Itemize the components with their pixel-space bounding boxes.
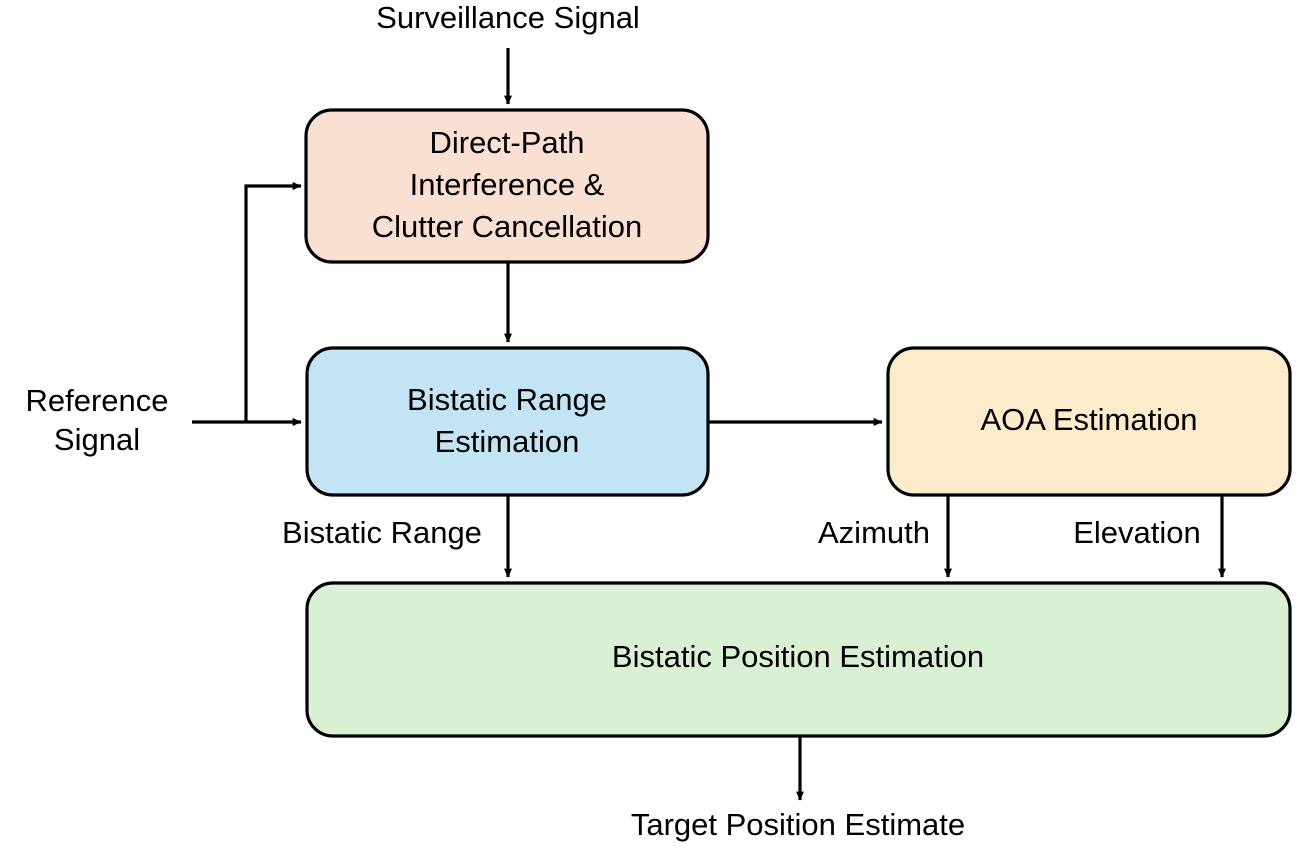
node-dpi-label-line2: Interference & bbox=[410, 167, 605, 202]
label-target-position-estimate: Target Position Estimate bbox=[631, 807, 965, 842]
node-aoa-estimation[interactable]: AOA Estimation bbox=[886, 346, 1292, 497]
node-dpi-label-line1: Direct-Path bbox=[429, 125, 584, 160]
node-bistatic-range-estimation[interactable]: Bistatic Range Estimation bbox=[305, 346, 710, 497]
node-range-shape[interactable] bbox=[305, 346, 710, 497]
node-dpi[interactable]: Direct-Path Interference & Clutter Cance… bbox=[304, 108, 710, 264]
node-dpi-label-line3: Clutter Cancellation bbox=[372, 209, 643, 244]
node-position-shape[interactable] bbox=[305, 581, 1292, 738]
node-range-label-line2: Estimation bbox=[435, 424, 580, 459]
node-range-label-line1: Bistatic Range bbox=[407, 382, 607, 417]
connectors bbox=[192, 48, 1226, 801]
label-surveillance-signal: Surveillance Signal bbox=[376, 0, 640, 35]
node-position-label: Bistatic Position Estimation bbox=[612, 639, 984, 674]
label-bistatic-range: Bistatic Range bbox=[282, 515, 482, 550]
label-reference-signal-line2: Signal bbox=[54, 422, 140, 457]
label-reference-signal-line1: Reference bbox=[25, 383, 168, 418]
node-bistatic-position-estimation[interactable]: Bistatic Position Estimation bbox=[305, 581, 1292, 738]
node-aoa-label: AOA Estimation bbox=[980, 402, 1197, 437]
label-azimuth: Azimuth bbox=[818, 515, 930, 550]
node-dpi-shape[interactable] bbox=[304, 108, 710, 264]
node-aoa-shape[interactable] bbox=[886, 346, 1292, 497]
edge-reference-to-dpi bbox=[244, 182, 302, 422]
label-elevation: Elevation bbox=[1073, 515, 1201, 550]
